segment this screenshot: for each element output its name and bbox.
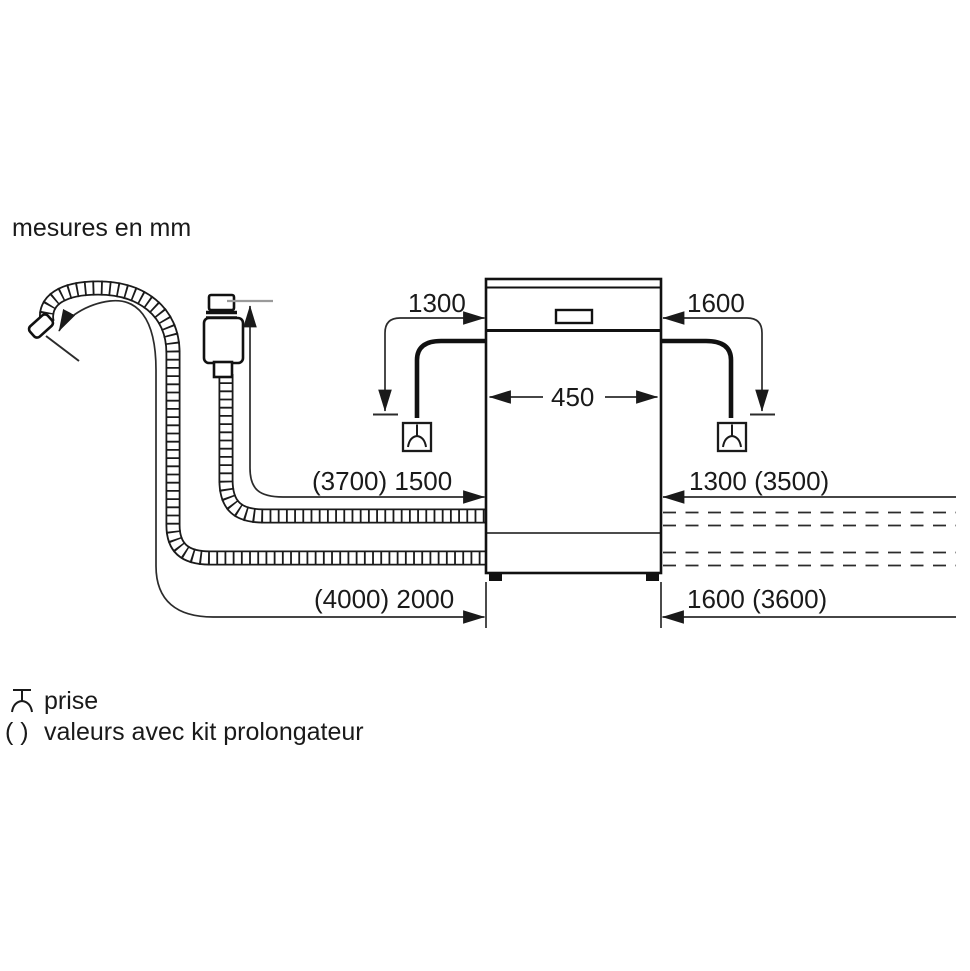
label-drain-right: 1600 (3600) [687, 584, 827, 614]
dishwasher [484, 277, 663, 581]
connector-stub [212, 360, 234, 379]
units-title: mesures en mm [12, 214, 191, 242]
label-cord-left: 1300 [408, 288, 466, 318]
socket-outlet-right [716, 421, 748, 453]
dishwasher-body [484, 277, 663, 575]
legend-extension-label: valeurs avec kit prolongateur [44, 718, 364, 746]
socket-icon [722, 424, 742, 448]
appliance-foot-right [646, 574, 659, 581]
legend-parentheses: ( ) [5, 718, 29, 746]
connector-body [202, 316, 245, 365]
label-appliance-width: 450 [551, 382, 594, 412]
legend-socket-label: prise [44, 687, 98, 715]
socket-icon [407, 424, 427, 448]
dimension-arrow-drain-left [58, 299, 486, 624]
label-drain-left: (4000) 2000 [314, 584, 454, 614]
appliance-foot-left [489, 574, 502, 581]
label-supply-right: 1300 (3500) [689, 466, 829, 496]
socket-outlet-left [401, 421, 433, 453]
connector-cap [207, 293, 236, 312]
hose-end-tick [45, 335, 80, 362]
drain-hose-end-fitting [27, 313, 55, 339]
dimension-arrow-cord-right [662, 311, 769, 412]
door-handle [554, 308, 594, 325]
label-cord-right: 1600 [687, 288, 745, 318]
legend: prise ( ) valeurs avec kit prolongateur [5, 687, 364, 746]
legend-socket-icon [11, 689, 33, 713]
label-supply-left: (3700) 1500 [312, 466, 452, 496]
hose-continuation-dashed [663, 511, 956, 567]
